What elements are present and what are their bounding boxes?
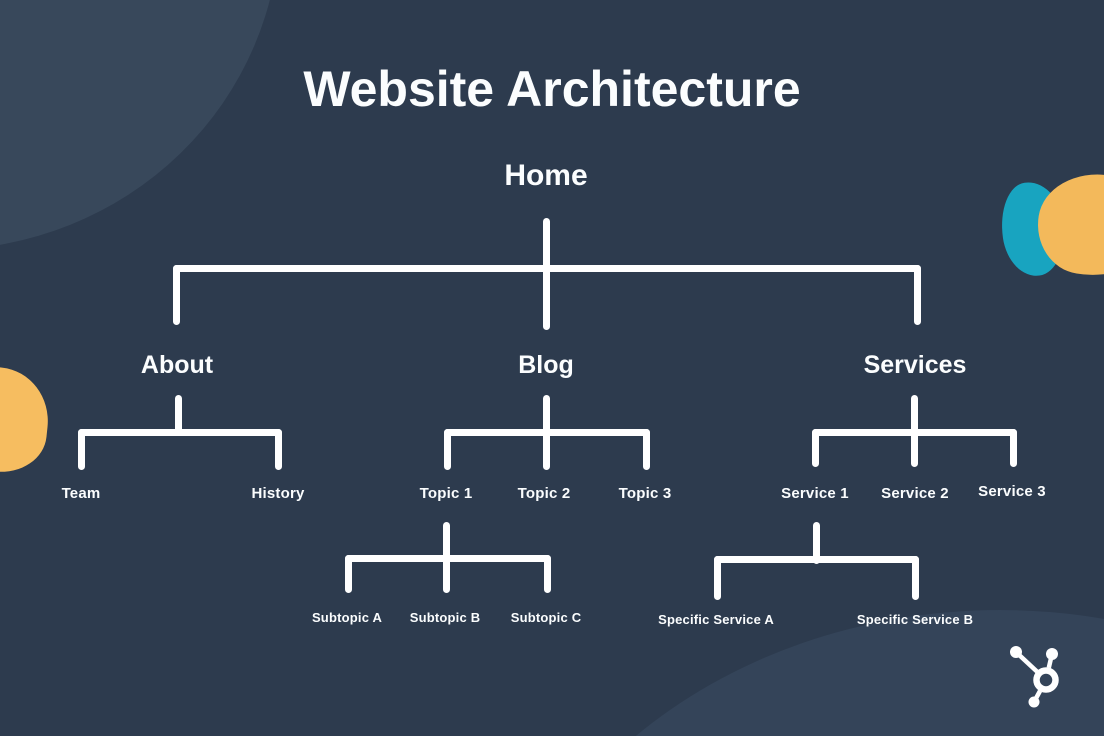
connector-topic1-drop-subC <box>543 555 551 593</box>
connector-topic1-hbar <box>344 555 551 562</box>
node-label-history: History <box>251 485 305 502</box>
node-label-service3: Service 3 <box>978 483 1046 500</box>
connector-blog-drop-topic3 <box>642 429 650 470</box>
node-label-services: Services <box>863 351 967 379</box>
connector-root-hbar <box>172 264 921 272</box>
background-blob-topleft <box>0 0 280 250</box>
node-label-subtopic-a: Subtopic A <box>311 610 383 625</box>
page-title: Website Architecture <box>303 61 801 117</box>
connector-about-hbar <box>77 429 282 436</box>
connector-topic1-drop-subA <box>344 555 352 593</box>
node-label-topic1: Topic 1 <box>419 485 473 502</box>
node-label-subtopic-b: Subtopic B <box>409 610 481 625</box>
connector-blog-drop-topic1 <box>443 429 451 470</box>
node-label-team: Team <box>61 485 101 502</box>
node-label-specific-service-b: Specific Service B <box>856 612 974 627</box>
node-label-blog: Blog <box>518 351 574 379</box>
node-label-service2: Service 2 <box>881 485 949 502</box>
connector-about-stem <box>174 395 182 436</box>
node-label-service1: Service 1 <box>781 485 849 502</box>
connector-services-drop-service1 <box>811 429 819 467</box>
node-label-subtopic-c: Subtopic C <box>510 610 582 625</box>
connector-home-stem <box>542 218 550 330</box>
hubspot-sprocket-icon <box>1010 646 1059 708</box>
node-label-about: About <box>140 351 214 379</box>
connector-service1-drop-specA <box>713 556 721 600</box>
node-label-home: Home <box>504 159 588 192</box>
node-label-topic3: Topic 3 <box>618 485 672 502</box>
yellow-blob-left <box>0 363 54 477</box>
connector-blog-hbar <box>443 429 650 436</box>
connector-service1-stem <box>812 522 820 564</box>
connector-service1-drop-specB <box>911 556 919 600</box>
connector-root-drop-about <box>172 264 180 325</box>
connector-about-drop-history <box>274 429 282 470</box>
connector-services-drop-service3 <box>1009 429 1017 467</box>
connector-about-drop-team <box>77 429 85 470</box>
node-label-specific-service-a: Specific Service A <box>658 612 774 627</box>
node-label-topic2: Topic 2 <box>517 485 571 502</box>
connector-services-hbar <box>811 429 1017 436</box>
connector-root-drop-services <box>913 264 921 325</box>
connector-service1-hbar <box>713 556 919 563</box>
